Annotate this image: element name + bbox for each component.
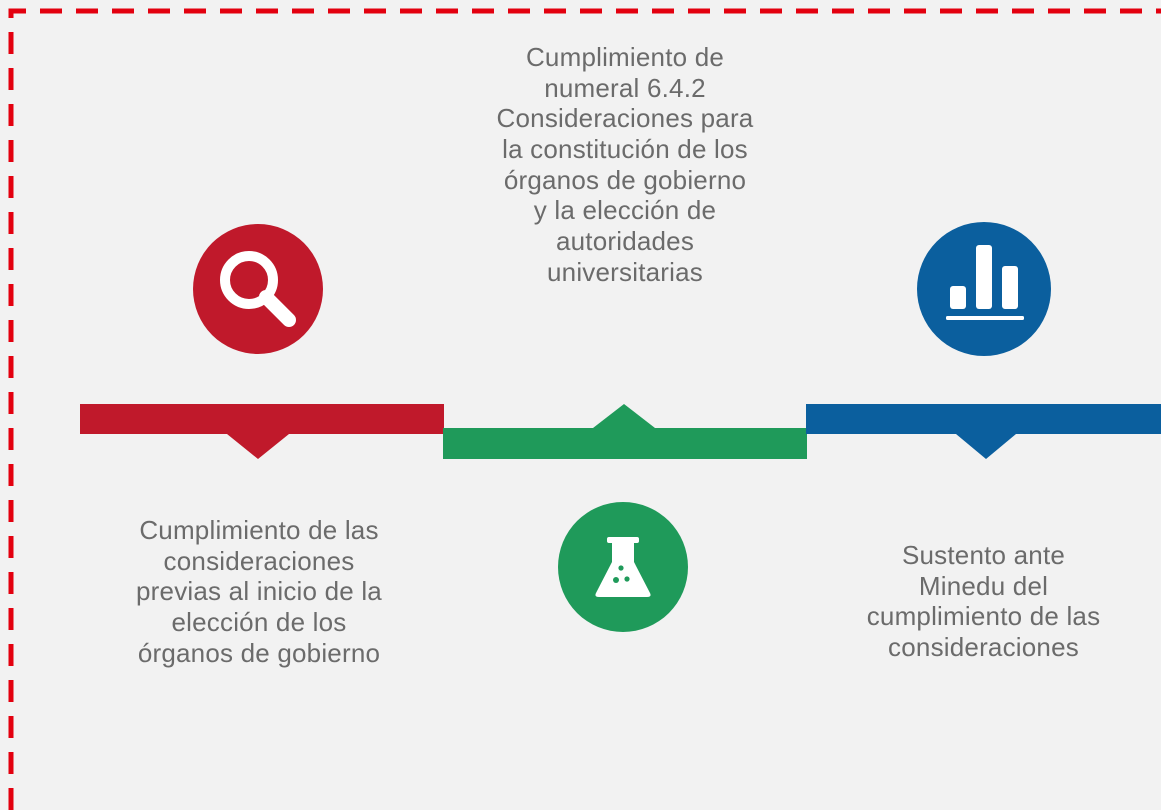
step3-icon-circle bbox=[917, 222, 1051, 356]
step2-icon-circle bbox=[558, 502, 688, 632]
magnifier-icon bbox=[220, 251, 296, 327]
step2-band bbox=[443, 404, 807, 459]
step3-band bbox=[806, 404, 1161, 459]
flask-icon bbox=[595, 537, 651, 597]
bar-chart-icon bbox=[946, 245, 1024, 320]
step1-band bbox=[80, 404, 444, 459]
step3-text: Sustento ante Minedu del cumplimiento de… bbox=[866, 540, 1101, 663]
step2-text: Cumplimiento de numeral 6.4.2 Considerac… bbox=[496, 42, 754, 287]
step1-icon-circle bbox=[193, 224, 323, 354]
step1-text: Cumplimiento de las consideraciones prev… bbox=[136, 515, 382, 668]
